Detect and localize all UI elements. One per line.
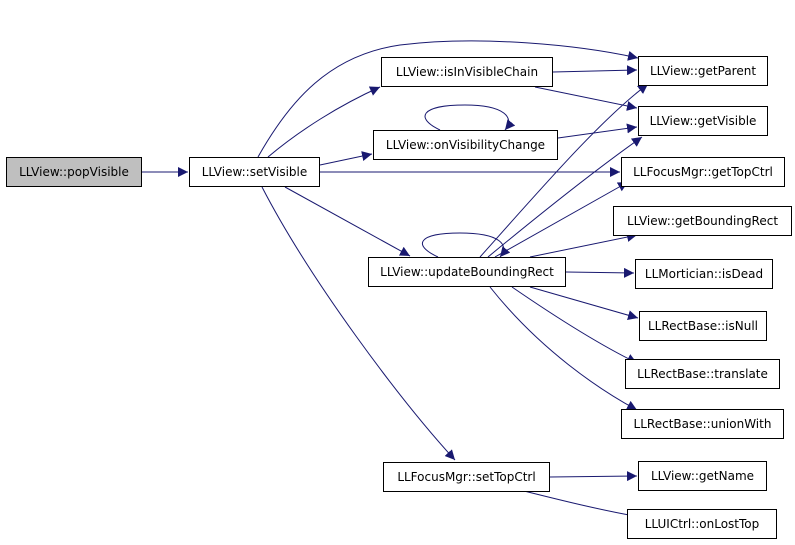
- node-llview-getparent[interactable]: LLView::getParent: [638, 56, 768, 86]
- edge-updateboundingrect-isdead: [565, 267, 635, 278]
- edge-setvisible-focussettopctrl: [261, 186, 456, 461]
- edge-focussettopctrl-onlosttop: [519, 489, 641, 521]
- node-label: LLFocusMgr::getTopCtrl: [633, 165, 773, 179]
- node-llrectbase-translate[interactable]: LLRectBase::translate: [625, 359, 780, 389]
- edge-focussettopctrl-getname: [549, 471, 638, 482]
- edge-onvisibilitychange-getvisible: [557, 123, 638, 139]
- node-llview-popvisible: LLView::popVisible: [6, 157, 142, 187]
- node-llrectbase-unionwith[interactable]: LLRectBase::unionWith: [621, 409, 784, 439]
- node-label: LLFocusMgr::setTopCtrl: [397, 470, 536, 484]
- node-llview-isinvisiblechain[interactable]: LLView::isInVisibleChain: [381, 57, 553, 87]
- node-llview-getvisible[interactable]: LLView::getVisible: [638, 106, 768, 136]
- node-llview-getboundingrect[interactable]: LLView::getBoundingRect: [613, 206, 792, 236]
- edge-setvisible-onvisibilitychange: [319, 151, 373, 166]
- node-label: LLView::onVisibilityChange: [385, 138, 546, 152]
- node-label: LLView::getParent: [649, 64, 757, 78]
- node-llview-updateboundingrect[interactable]: LLView::updateBoundingRect: [368, 257, 566, 287]
- edge-updateboundingrect-isnull: [529, 286, 639, 321]
- edge-updateboundingrect-unionwith: [489, 286, 638, 411]
- node-label: LLView::isInVisibleChain: [395, 65, 539, 79]
- edge-setvisible-getparent: [257, 40, 639, 158]
- node-label: LLView::popVisible: [19, 165, 129, 179]
- node-label: LLView::updateBoundingRect: [380, 265, 554, 279]
- edge-updateboundingrect-self: [421, 232, 511, 258]
- node-llview-setvisible[interactable]: LLView::setVisible: [189, 157, 320, 187]
- node-llview-onvisibilitychange[interactable]: LLView::onVisibilityChange: [373, 130, 558, 160]
- node-lluictrl-onlosttop[interactable]: LLUICtrl::onLostTop: [627, 509, 777, 539]
- node-label: LLUICtrl::onLostTop: [644, 517, 760, 531]
- node-label: LLView::getBoundingRect: [626, 214, 779, 228]
- node-label: LLMortician::isDead: [644, 267, 764, 281]
- edge-onvisibilitychange-self: [424, 104, 516, 131]
- node-llfocusmgr-settopctrl[interactable]: LLFocusMgr::setTopCtrl: [383, 462, 550, 492]
- edge-updateboundingrect-getparent: [479, 83, 649, 258]
- edge-isinvisiblechain-getvisible: [534, 86, 638, 111]
- node-label: LLRectBase::isNull: [648, 319, 758, 333]
- node-label: LLRectBase::translate: [637, 367, 768, 381]
- node-label: LLView::setVisible: [201, 165, 308, 179]
- node-llfocusmgr-gettopctrl[interactable]: LLFocusMgr::getTopCtrl: [621, 157, 785, 187]
- node-llview-getname[interactable]: LLView::getName: [638, 461, 767, 491]
- edge-setvisible-updateboundingrect: [284, 186, 411, 257]
- node-label: LLView::getName: [650, 469, 755, 483]
- edge-updateboundingrect-getvisible: [487, 136, 643, 258]
- edge-updateboundingrect-getboundingrect: [529, 232, 638, 258]
- node-label: LLView::getVisible: [649, 114, 757, 128]
- node-label: LLRectBase::unionWith: [633, 417, 772, 431]
- edge-isinvisiblechain-getparent: [552, 65, 638, 76]
- node-llmortician-isdead[interactable]: LLMortician::isDead: [635, 259, 773, 289]
- edge-updateboundingrect-gettopctrl: [494, 181, 629, 258]
- edge-setvisible-isinvisiblechain: [267, 86, 381, 158]
- node-llrectbase-isnull[interactable]: LLRectBase::isNull: [639, 311, 767, 341]
- edge-updateboundingrect-translate: [511, 286, 638, 364]
